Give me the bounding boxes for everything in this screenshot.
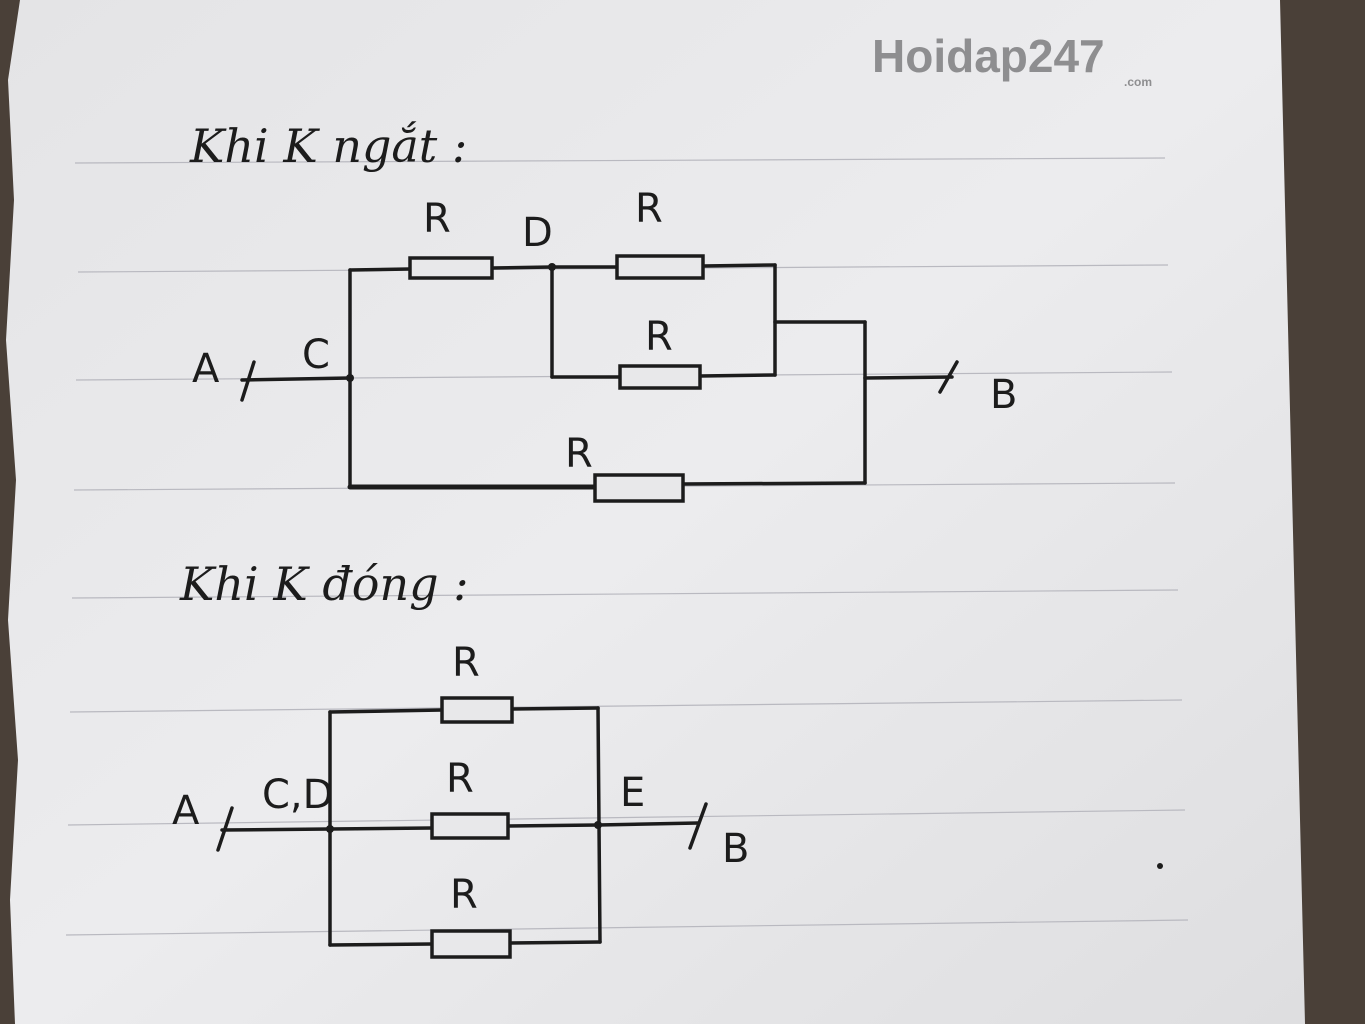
resistor-body (440, 696, 514, 724)
watermark-logo: Hoidap247 (872, 30, 1105, 82)
ink-dot (1157, 863, 1163, 869)
open-resistors (408, 254, 705, 503)
resistor-label: R (635, 186, 663, 232)
wire-bottom-right (681, 481, 867, 486)
wire-e-b (596, 821, 700, 827)
terminal-b-tick (688, 802, 708, 850)
terminal-a-tick (240, 360, 256, 402)
resistor-body (430, 812, 510, 840)
node-label-c: C (302, 332, 330, 378)
closed-nodes (326, 821, 602, 833)
resistor-label: R (565, 431, 593, 477)
node-label-b: B (990, 372, 1017, 418)
node-label-b: B (722, 826, 749, 872)
resistor-body (593, 473, 685, 503)
closed-resistors (430, 696, 514, 959)
open-nodes (346, 263, 556, 382)
resistor-body (618, 364, 702, 390)
terminal-b-tick (938, 360, 959, 394)
wire-r2-right (701, 263, 777, 268)
open-heading: Khi K ngắt : (189, 119, 467, 173)
watermark-suffix: .com (1124, 75, 1152, 89)
resistor-label: R (446, 756, 474, 802)
wire-r3-right (698, 373, 777, 378)
wire-to-b (863, 375, 954, 380)
resistor-label: R (452, 640, 480, 686)
resistor-label: R (423, 196, 451, 242)
resistor-label: R (450, 872, 478, 918)
resistor-body (430, 929, 512, 959)
closed-heading: Khi K đóng : (179, 557, 469, 611)
wire-r1-d (490, 265, 554, 270)
resistor-body (615, 254, 705, 280)
terminal-a-tick (216, 806, 234, 852)
node-label-d: D (522, 210, 553, 256)
wire-a-c (240, 376, 352, 382)
resistor-body (408, 256, 494, 280)
resistor-label: R (645, 314, 673, 360)
wire-c-r1 (348, 267, 412, 272)
node-label-e: E (620, 770, 645, 816)
node-label-cd: C,D (262, 772, 333, 818)
wire-a-cd (220, 827, 332, 832)
node-label-a: A (192, 346, 220, 392)
node-label-a: A (172, 788, 200, 834)
